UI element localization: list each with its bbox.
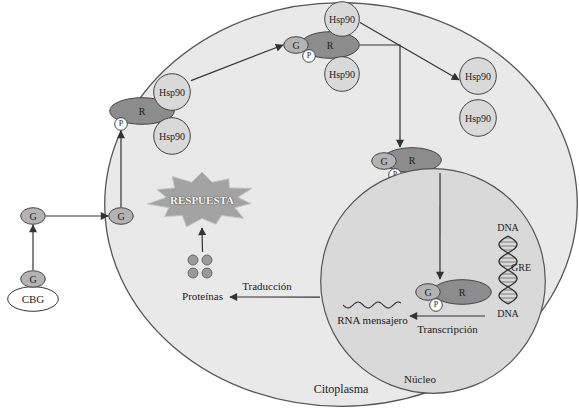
node-label: GRE [511,262,531,273]
base-pair [502,274,514,275]
node-label: DNA [497,222,519,233]
protein-dot [202,255,212,265]
node-ellipse [154,74,191,111]
node-ellipse [105,3,578,407]
hsp90-protein: Hsp90 [459,99,497,137]
arrow-connector [46,215,108,216]
node-ellipse [325,2,360,37]
node-label: P [119,120,123,129]
arrow-connector [439,173,440,279]
node-label: Núcleo [404,373,436,385]
arrow-connector [191,45,283,81]
response-burst: RESPUESTA [147,172,257,228]
hsp90-protein: Hsp90 [324,56,360,92]
node-ellipse [416,284,441,301]
node-label: P [307,52,311,61]
node-label: Proteínas [182,290,223,302]
node-label: G [424,287,431,298]
node-label: DNA [497,308,519,319]
node-outline [320,168,546,394]
node-ellipse [325,57,360,92]
cell-cytoplasm: CitoplasmaGRPHsp90Hsp90RGPHsp90Hsp90Hsp9… [104,2,578,407]
node-label: G [29,274,36,285]
node-ellipse [460,100,497,137]
node-label: Hsp90 [465,71,491,82]
node-label: CBG [22,293,45,305]
node-label: G [29,211,36,222]
base-pair [501,282,515,283]
node-label: RESPUESTA [170,194,234,206]
node-ellipse [115,118,128,131]
node-label: R [459,287,466,298]
node-label: Citoplasma [314,383,369,396]
node-ellipse [8,287,59,312]
edge-label: Transcripción [417,323,478,335]
node-label: Hsp90 [329,14,355,25]
protein-dot [202,268,212,278]
node-label: Hsp90 [465,113,491,124]
edge-label: Traducción [242,280,292,292]
base-pair [501,258,515,259]
hormone-molecule: G [20,207,46,225]
protein-dot [188,255,198,265]
arrow-connector [360,23,459,80]
hsp90-protein: Hsp90 [153,117,191,155]
node-ellipse [109,208,134,225]
rna-strand [343,302,401,308]
burst-shape [148,172,252,227]
node-ellipse [372,153,397,170]
protein-group: Proteínas [175,252,230,304]
base-pair [499,278,517,279]
hsp90-protein: Hsp90 [153,73,191,111]
node-ellipse [154,118,191,155]
base-pair [500,242,516,243]
node-ellipse [321,169,546,394]
base-pair [500,298,516,299]
node-ellipse [303,50,316,63]
node-label: Hsp90 [159,87,185,98]
cbg-carrier: CBG [7,286,59,312]
arrow-connector [410,315,485,316]
phosphate-group: P [114,117,128,131]
arrow-connector [360,45,400,147]
arrow-connector [32,225,33,270]
node-label: RNA mensajero [337,314,408,326]
phosphate-group: P [429,298,443,312]
node-ellipse [21,208,46,225]
hormone-molecule: G [20,270,46,288]
messenger-rna: RNA mensajero [335,298,410,328]
node-label: R [139,106,146,117]
arrow-connector [230,296,320,297]
phosphate-group: P [302,49,316,63]
node-label: G [292,40,299,51]
node-ellipse [460,58,497,95]
base-pair [499,294,516,295]
node-label: Hsp90 [159,131,185,142]
cell-nucleus: Núcleo R GP DNA GRE DNA RNA mensajero [320,168,546,394]
node-ellipse [433,280,492,305]
node-label: Hsp90 [329,69,355,80]
node-label: P [434,301,438,310]
dna-helix: DNA GRE DNA [485,222,531,322]
node-label: G [380,156,387,167]
node-label: R [327,40,334,51]
protein-dot [188,268,198,278]
arrow-connector [201,228,203,252]
hsp90-protein: Hsp90 [324,1,360,37]
hsp90-protein: Hsp90 [459,57,497,95]
hormone-molecule: G [108,207,134,225]
hormone-molecule: G [371,152,397,170]
node-label: R [409,155,416,166]
base-pair [499,246,516,247]
node-ellipse [430,299,443,312]
node-ellipse [21,271,46,288]
arrow-connector [120,131,121,207]
node-label: G [117,211,124,222]
